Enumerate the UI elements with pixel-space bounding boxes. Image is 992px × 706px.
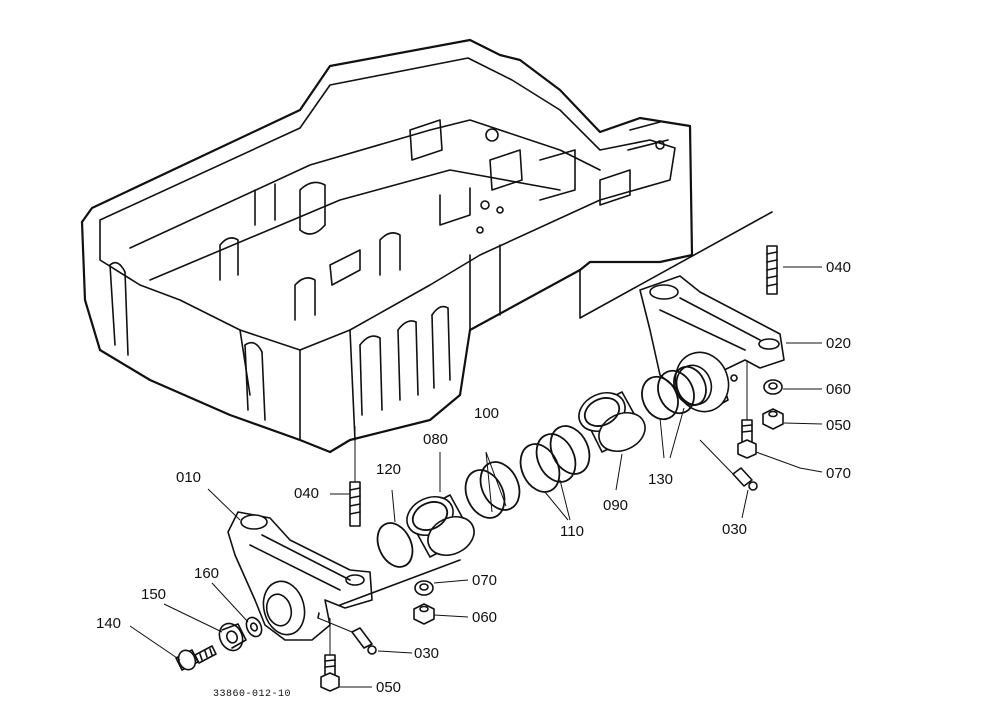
bracket-020 — [639, 275, 785, 413]
label-060-left: 070 — [472, 572, 498, 589]
rings-100 — [464, 461, 521, 519]
label-060-right: 060 — [826, 381, 852, 398]
transmission-case — [80, 38, 773, 454]
label-050-right: 050 — [826, 417, 852, 434]
label-140: 140 — [96, 615, 122, 632]
stud-040-left — [349, 426, 361, 527]
nut-050-right — [762, 408, 784, 430]
leader-lines — [129, 266, 823, 688]
label-100: 100 — [474, 405, 500, 422]
nut-050-left — [413, 603, 435, 625]
seal-120 — [376, 522, 414, 568]
label-010: 010 — [176, 469, 202, 486]
bracket-010 — [227, 511, 461, 641]
label-040-right: 040 — [826, 259, 852, 276]
bushing-080 — [406, 494, 475, 558]
label-030-right: 030 — [722, 521, 748, 538]
label-150: 150 — [141, 586, 167, 603]
reference-code: 33860-012-10 — [213, 689, 292, 700]
bolt-070-left — [320, 618, 340, 692]
rings-130 — [641, 365, 707, 421]
stud-040-right — [766, 245, 778, 295]
bushing-090 — [578, 391, 646, 453]
bolt-070-right — [737, 360, 757, 459]
grease-fitting-030-right — [699, 439, 758, 491]
washer-150 — [218, 622, 247, 652]
label-160: 160 — [194, 565, 220, 582]
label-080: 080 — [423, 431, 449, 448]
washer-160 — [245, 616, 263, 638]
label-130: 130 — [648, 471, 674, 488]
label-120: 120 — [376, 461, 402, 478]
label-110: 110 — [560, 523, 584, 540]
label-020: 020 — [826, 335, 852, 352]
label-040-left: 040 — [294, 485, 320, 502]
label-050-left: 060 — [472, 609, 498, 626]
label-030-left: 030 — [414, 645, 440, 662]
washer-060-left — [414, 580, 434, 596]
rings-110 — [519, 425, 591, 493]
grease-fitting-030-left — [317, 617, 377, 655]
label-070-right: 070 — [826, 465, 852, 482]
washer-060-right — [763, 379, 783, 395]
bolt-140 — [175, 645, 217, 671]
label-090: 090 — [603, 497, 629, 514]
label-070-left: 050 — [376, 679, 402, 696]
